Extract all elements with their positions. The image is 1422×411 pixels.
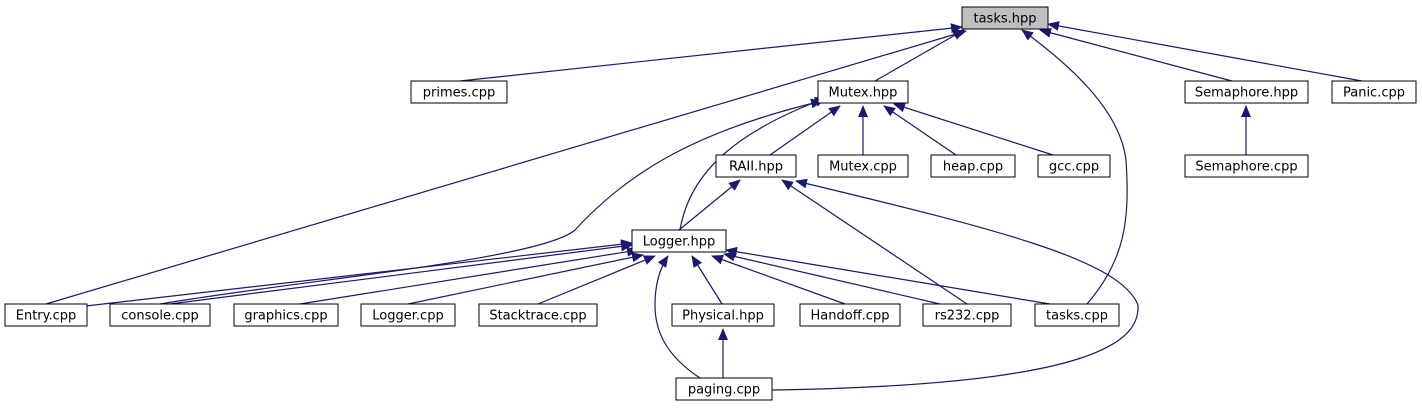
edge-semaphore-hpp-to-tasks-hpp <box>1039 27 1233 82</box>
node-label: Physical.hpp <box>682 309 764 324</box>
edge-panic-cpp-to-tasks-hpp <box>1047 21 1363 82</box>
node-label: Entry.cpp <box>16 309 77 324</box>
node-label: tasks.hpp <box>973 12 1036 27</box>
edge-physical-hpp-to-logger-hpp <box>691 255 723 305</box>
node-logger-hpp[interactable]: Logger.hpp <box>631 229 727 253</box>
node-physical-hpp[interactable]: Physical.hpp <box>671 303 775 327</box>
edge-entry-cpp-to-logger-hpp <box>85 239 633 307</box>
node-box <box>233 303 339 327</box>
node-box <box>817 154 909 178</box>
node-label: RAII.hpp <box>729 160 783 175</box>
edge-logger-hpp-to-mutex-hpp <box>679 97 827 231</box>
node-box <box>1184 80 1309 104</box>
edge-handoff-cpp-to-logger-hpp <box>711 255 846 305</box>
node-label: rs232.cpp <box>935 309 1000 324</box>
node-box <box>675 377 773 401</box>
node-mutex-cpp[interactable]: Mutex.cpp <box>817 154 909 178</box>
node-semaphore-hpp[interactable]: Semaphore.hpp <box>1184 80 1309 104</box>
node-box <box>922 303 1012 327</box>
edge-console-cpp-to-logger-hpp <box>169 241 633 305</box>
node-box <box>4 303 88 327</box>
node-box <box>360 303 456 327</box>
node-label: Semaphore.hpp <box>1195 86 1298 101</box>
node-box <box>799 303 901 327</box>
node-raii-hpp[interactable]: RAII.hpp <box>715 154 797 178</box>
node-label: heap.cpp <box>943 160 1003 175</box>
edge-tasks-cpp-to-logger-hpp <box>725 246 1051 305</box>
edge-paging-cpp-to-raii-hpp <box>771 178 1139 391</box>
node-heap-cpp[interactable]: heap.cpp <box>930 154 1016 178</box>
node-logger-cpp[interactable]: Logger.cpp <box>360 303 456 327</box>
node-box <box>715 154 797 178</box>
node-label: paging.cpp <box>688 383 760 398</box>
node-label: gcc.cpp <box>1049 160 1099 175</box>
node-label: console.cpp <box>121 309 198 324</box>
edge-logger-cpp-to-logger-hpp <box>407 252 644 305</box>
edge-gcc-cpp-to-mutex-hpp <box>893 102 1054 156</box>
node-box <box>478 303 598 327</box>
edge-graphics-cpp-to-logger-hpp <box>299 246 639 305</box>
node-tasks-cpp[interactable]: tasks.cpp <box>1034 303 1120 327</box>
node-label: primes.cpp <box>423 86 495 101</box>
node-label: Mutex.cpp <box>829 160 897 175</box>
node-box <box>1331 80 1417 104</box>
edge-paging-cpp-to-logger-hpp <box>654 255 701 379</box>
node-box <box>1184 154 1309 178</box>
node-box <box>1034 303 1120 327</box>
edge-heap-cpp-to-mutex-hpp <box>883 105 957 156</box>
node-label: Logger.hpp <box>643 235 716 250</box>
node-label: Mutex.hpp <box>829 86 898 101</box>
node-box <box>961 6 1049 30</box>
node-mutex-hpp[interactable]: Mutex.hpp <box>817 80 909 104</box>
node-console-cpp[interactable]: console.cpp <box>109 303 211 327</box>
edge-rs232-cpp-to-logger-hpp <box>723 251 941 305</box>
edge-raii-hpp-to-mutex-hpp <box>769 105 841 156</box>
node-semaphore-cpp[interactable]: Semaphore.cpp <box>1184 154 1309 178</box>
node-label: Semaphore.cpp <box>1195 160 1297 175</box>
node-entry-cpp[interactable]: Entry.cpp <box>4 303 88 327</box>
edge-primes-cpp-to-tasks-hpp <box>459 23 963 82</box>
node-box <box>1037 154 1111 178</box>
node-box <box>631 229 727 253</box>
node-box <box>671 303 775 327</box>
node-label: tasks.cpp <box>1046 309 1108 324</box>
node-label: Stacktrace.cpp <box>489 309 586 324</box>
edge-entry-cpp-to-tasks-hpp <box>45 29 967 305</box>
node-label: Handoff.cpp <box>811 309 890 324</box>
node-gcc-cpp[interactable]: gcc.cpp <box>1037 154 1111 178</box>
node-paging-cpp[interactable]: paging.cpp <box>675 377 773 401</box>
node-handoff-cpp[interactable]: Handoff.cpp <box>799 303 901 327</box>
edge-tasks-cpp-to-tasks-hpp <box>1021 29 1128 305</box>
node-label: graphics.cpp <box>244 309 327 324</box>
node-label: Panic.cpp <box>1343 86 1405 101</box>
edge-mutex-hpp-to-tasks-hpp <box>874 29 965 82</box>
node-label: Logger.cpp <box>372 309 443 324</box>
node-tasks-hpp[interactable]: tasks.hpp <box>961 6 1049 30</box>
edge-console-cpp-to-mutex-hpp <box>159 98 823 305</box>
node-box <box>109 303 211 327</box>
edge-rs232-cpp-to-raii-hpp <box>781 179 968 305</box>
node-graphics-cpp[interactable]: graphics.cpp <box>233 303 339 327</box>
node-primes-cpp[interactable]: primes.cpp <box>410 80 508 104</box>
node-rs232-cpp[interactable]: rs232.cpp <box>922 303 1012 327</box>
node-box <box>930 154 1016 178</box>
node-panic-cpp[interactable]: Panic.cpp <box>1331 80 1417 104</box>
node-stacktrace-cpp[interactable]: Stacktrace.cpp <box>478 303 598 327</box>
edge-stacktrace-cpp-to-logger-hpp <box>537 255 656 305</box>
node-box <box>817 80 909 104</box>
node-box <box>410 80 508 104</box>
edge-logger-hpp-to-raii-hpp <box>678 179 741 231</box>
